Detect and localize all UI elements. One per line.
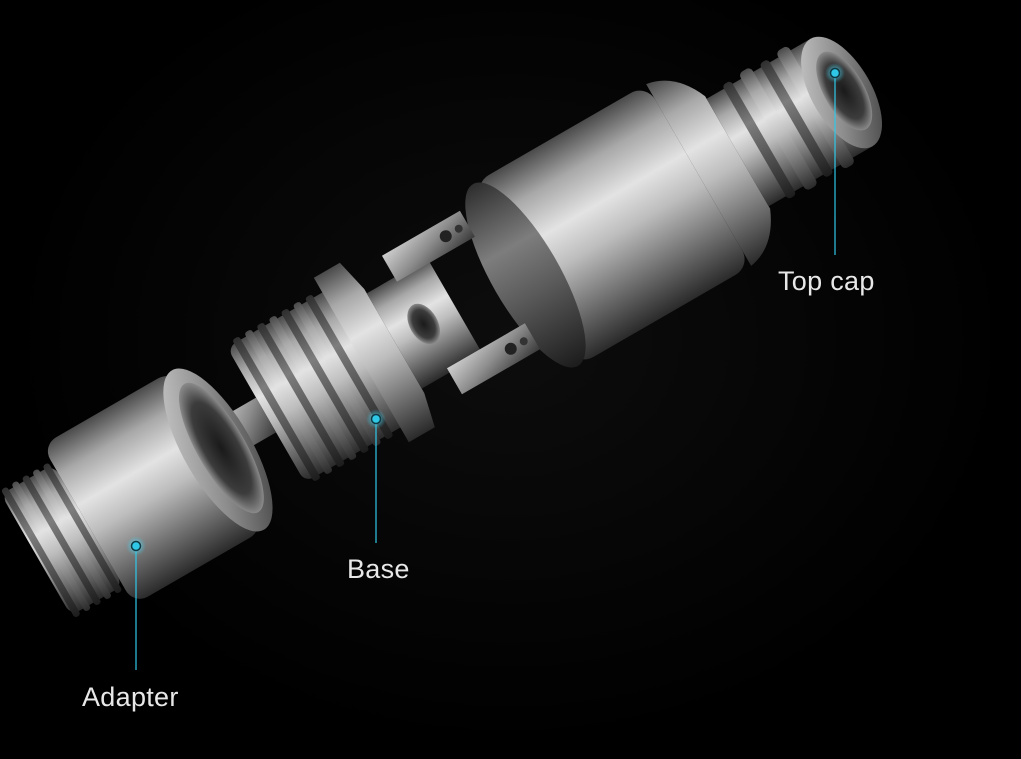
base-deck-hole — [407, 303, 441, 345]
top-cap-shoulder — [646, 80, 771, 266]
base-thread-body — [230, 291, 406, 479]
base-hex-flange — [313, 262, 435, 443]
callout-top-cap-dot — [829, 67, 841, 79]
adapter-threads — [1, 463, 122, 617]
callout-adapter-dot — [130, 540, 142, 552]
label-adapter: Adapter — [82, 682, 179, 712]
callout-top-cap — [825, 63, 845, 255]
top-cap-part — [465, 36, 883, 368]
base-threads — [233, 295, 393, 481]
base-post-upper — [381, 210, 475, 282]
callout-base-dot — [370, 413, 382, 425]
label-top-cap: Top cap — [778, 266, 875, 296]
label-base: Base — [347, 554, 410, 584]
callout-adapter — [126, 536, 146, 670]
base-post-lower — [446, 323, 540, 395]
callout-base — [366, 409, 386, 543]
top-cap-rear-face — [465, 182, 586, 368]
adapter-bore — [178, 382, 264, 514]
adapter-part — [1, 368, 273, 617]
base-part — [212, 210, 540, 481]
